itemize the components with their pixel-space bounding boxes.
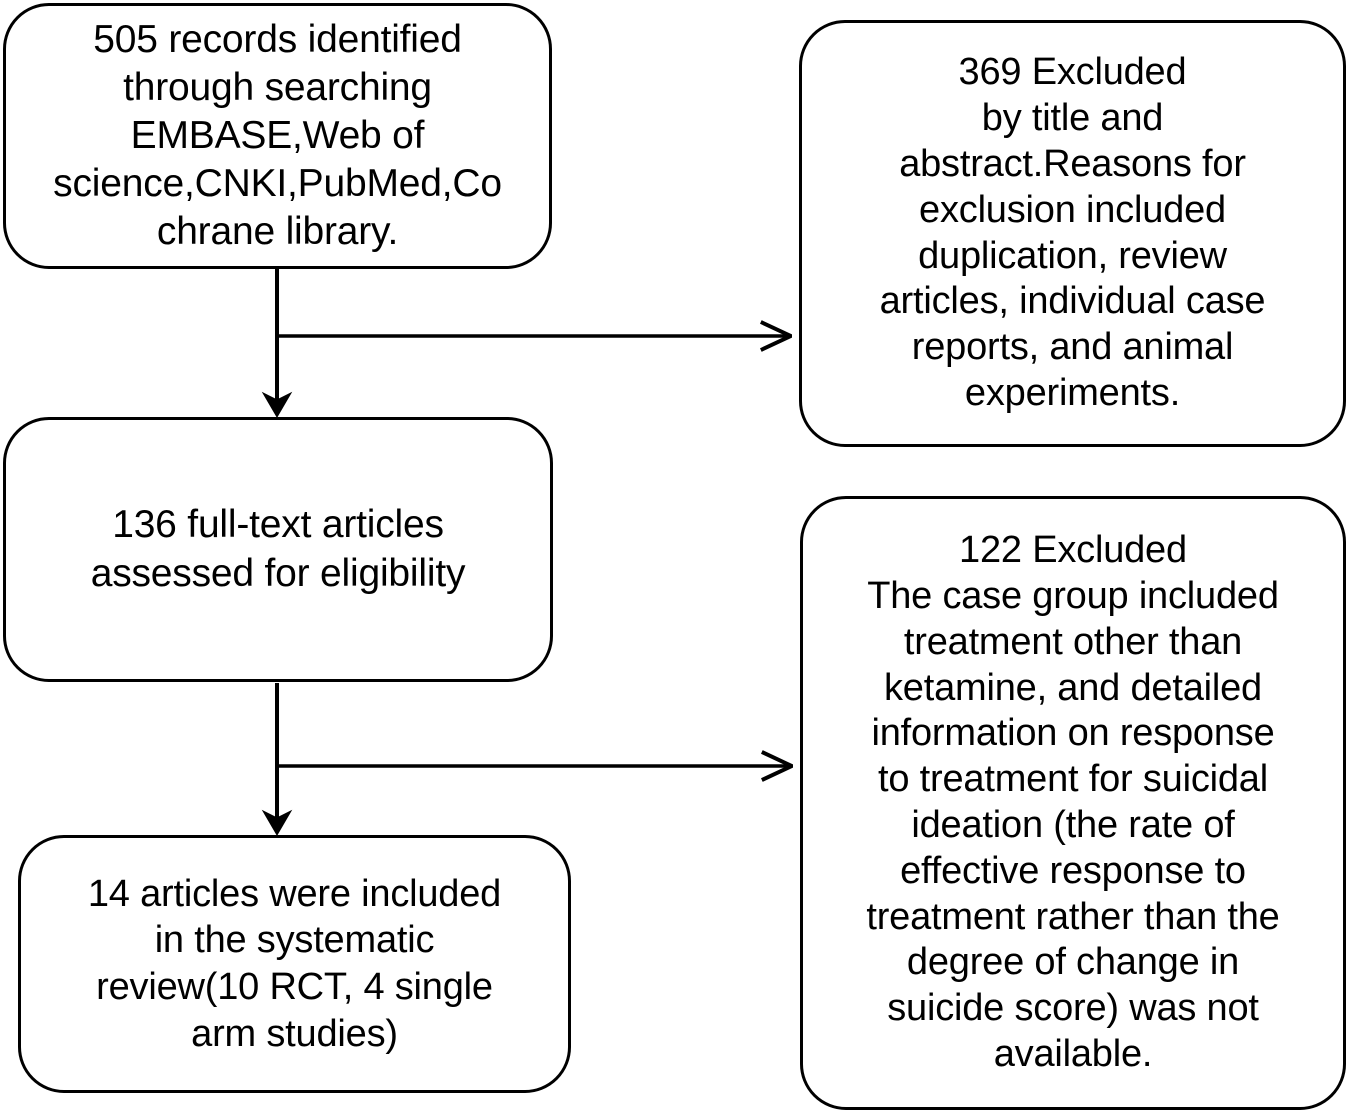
node-excluded-case-group: 122 Excluded The case group included tre… <box>800 496 1346 1110</box>
edge-identified-to-fulltext <box>261 269 293 418</box>
node-fulltext-assessed: 136 full-text articles assessed for elig… <box>3 417 553 682</box>
node-records-identified: 505 records identified through searching… <box>3 3 552 269</box>
node-fulltext-assessed-label: 136 full-text articles assessed for elig… <box>90 503 466 595</box>
node-excluded-by-title-abstract: 369 Excluded by title and abstract.Reaso… <box>799 20 1346 447</box>
node-excluded-by-title-abstract-label: 369 Excluded by title and abstract.Reaso… <box>879 50 1266 415</box>
edge-fulltext-to-included <box>261 683 293 836</box>
node-records-identified-label: 505 records identified through searching… <box>53 17 502 254</box>
node-articles-included: 14 articles were included in the systema… <box>18 835 571 1093</box>
node-excluded-case-group-label: 122 Excluded The case group included tre… <box>866 529 1280 1075</box>
node-articles-included-label: 14 articles were included in the systema… <box>87 872 502 1055</box>
